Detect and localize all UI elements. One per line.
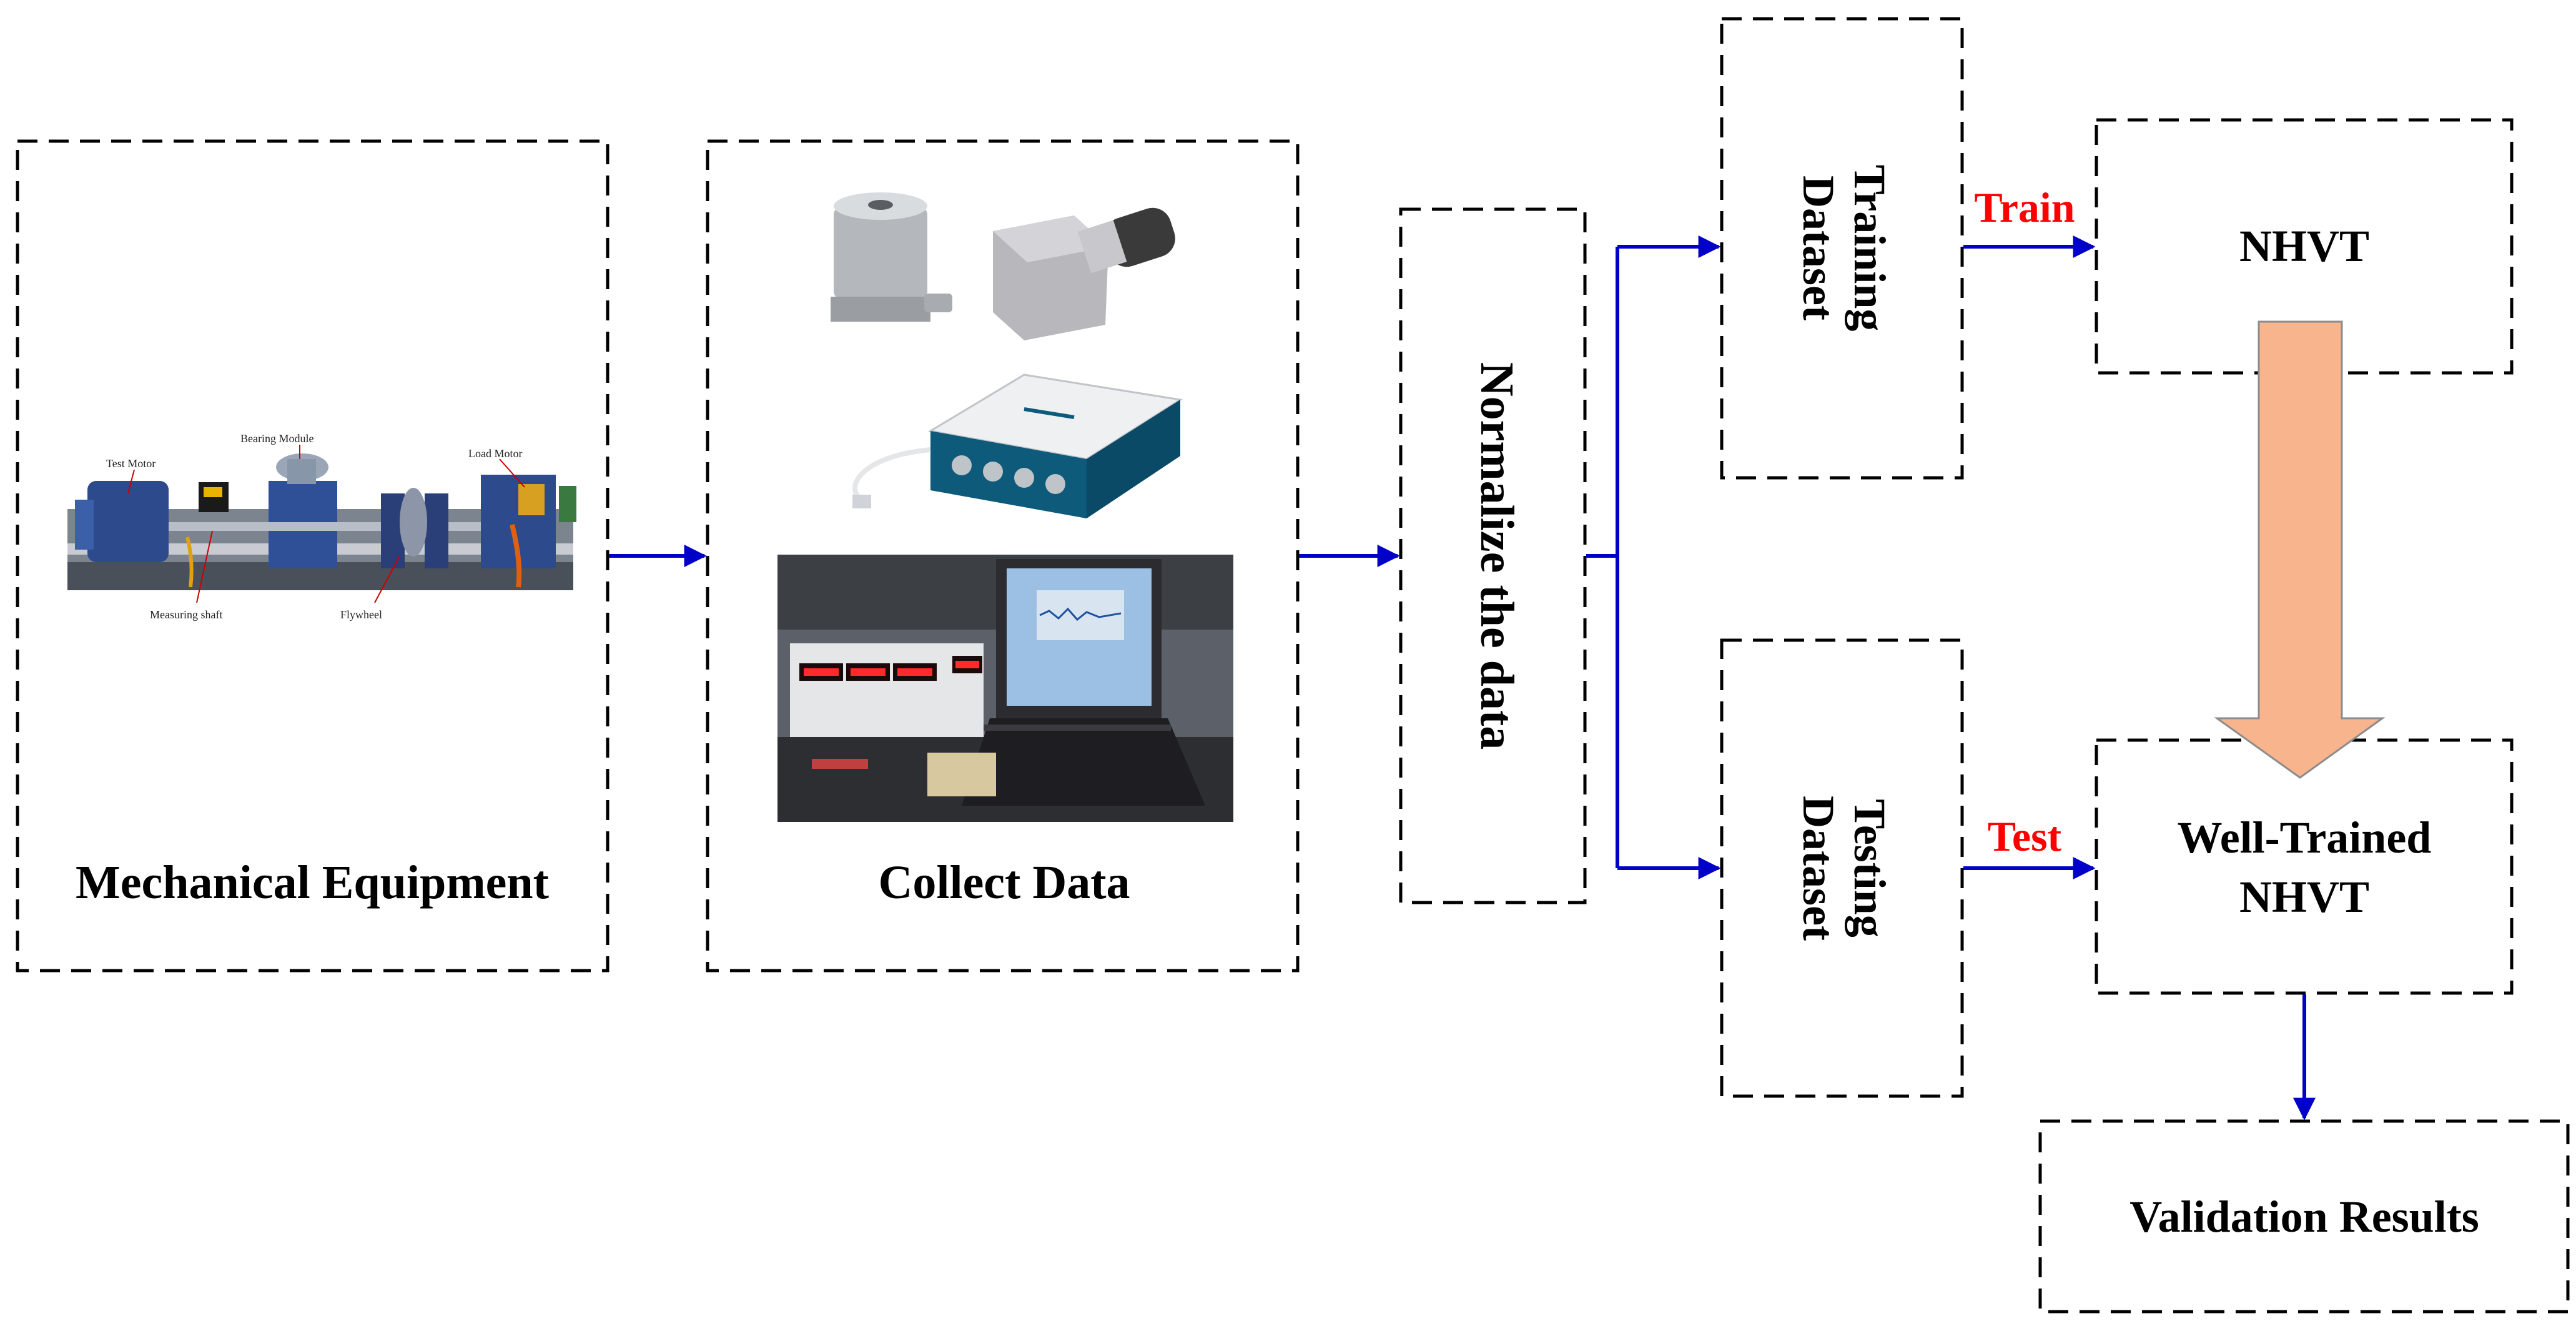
normalize-label: Normalize the data	[1471, 362, 1523, 750]
triaxial-sensor-image	[993, 207, 1175, 340]
well-trained-label-line1: Well-Trained	[2178, 813, 2432, 863]
mechanical-equipment-label: Mechanical Equipment	[76, 856, 549, 909]
lab-photo-image	[777, 555, 1233, 822]
test-motor-label: Test Motor	[106, 457, 155, 470]
load-motor-label: Load Motor	[468, 447, 522, 460]
nhvt-label: NHVT	[2239, 221, 2369, 271]
bearing-module-label: Bearing Module	[240, 432, 313, 445]
train-edge-label: Train	[1974, 184, 2075, 231]
testing-dataset-label-line2: Dataset	[1794, 796, 1843, 941]
training-dataset-label-line1: Training	[1845, 165, 1895, 332]
testing-dataset-box: Testing Dataset	[1720, 638, 1964, 1098]
daq-device-image	[852, 374, 1183, 518]
connectors	[609, 235, 2316, 1121]
collect-data-box: Collect Data	[706, 139, 1300, 972]
well-trained-nhvt-box: Well-Trained NHVT	[2095, 738, 2514, 995]
test-edge-label: Test	[1988, 813, 2062, 860]
flywheel-label: Flywheel	[340, 608, 382, 621]
testing-dataset-label-line1: Testing	[1845, 799, 1895, 937]
normalize-box: Normalize the data	[1399, 207, 1587, 904]
accelerometer-image	[831, 192, 952, 322]
measuring-shaft-label: Measuring shaft	[150, 608, 222, 621]
big-transfer-arrow	[2214, 320, 2386, 779]
validation-results-box: Validation Results	[2038, 1119, 2570, 1314]
mechanical-equipment-box: Test Motor Bearing Module Load Motor Mea…	[16, 139, 609, 972]
collect-data-label: Collect Data	[878, 856, 1130, 909]
training-dataset-label-line2: Dataset	[1794, 176, 1843, 320]
well-trained-label-line2: NHVT	[2239, 872, 2369, 922]
training-dataset-box: Training Dataset	[1720, 17, 1964, 480]
test-rig-image: Test Motor Bearing Module Load Motor Mea…	[67, 432, 576, 621]
validation-results-label: Validation Results	[2129, 1192, 2479, 1242]
